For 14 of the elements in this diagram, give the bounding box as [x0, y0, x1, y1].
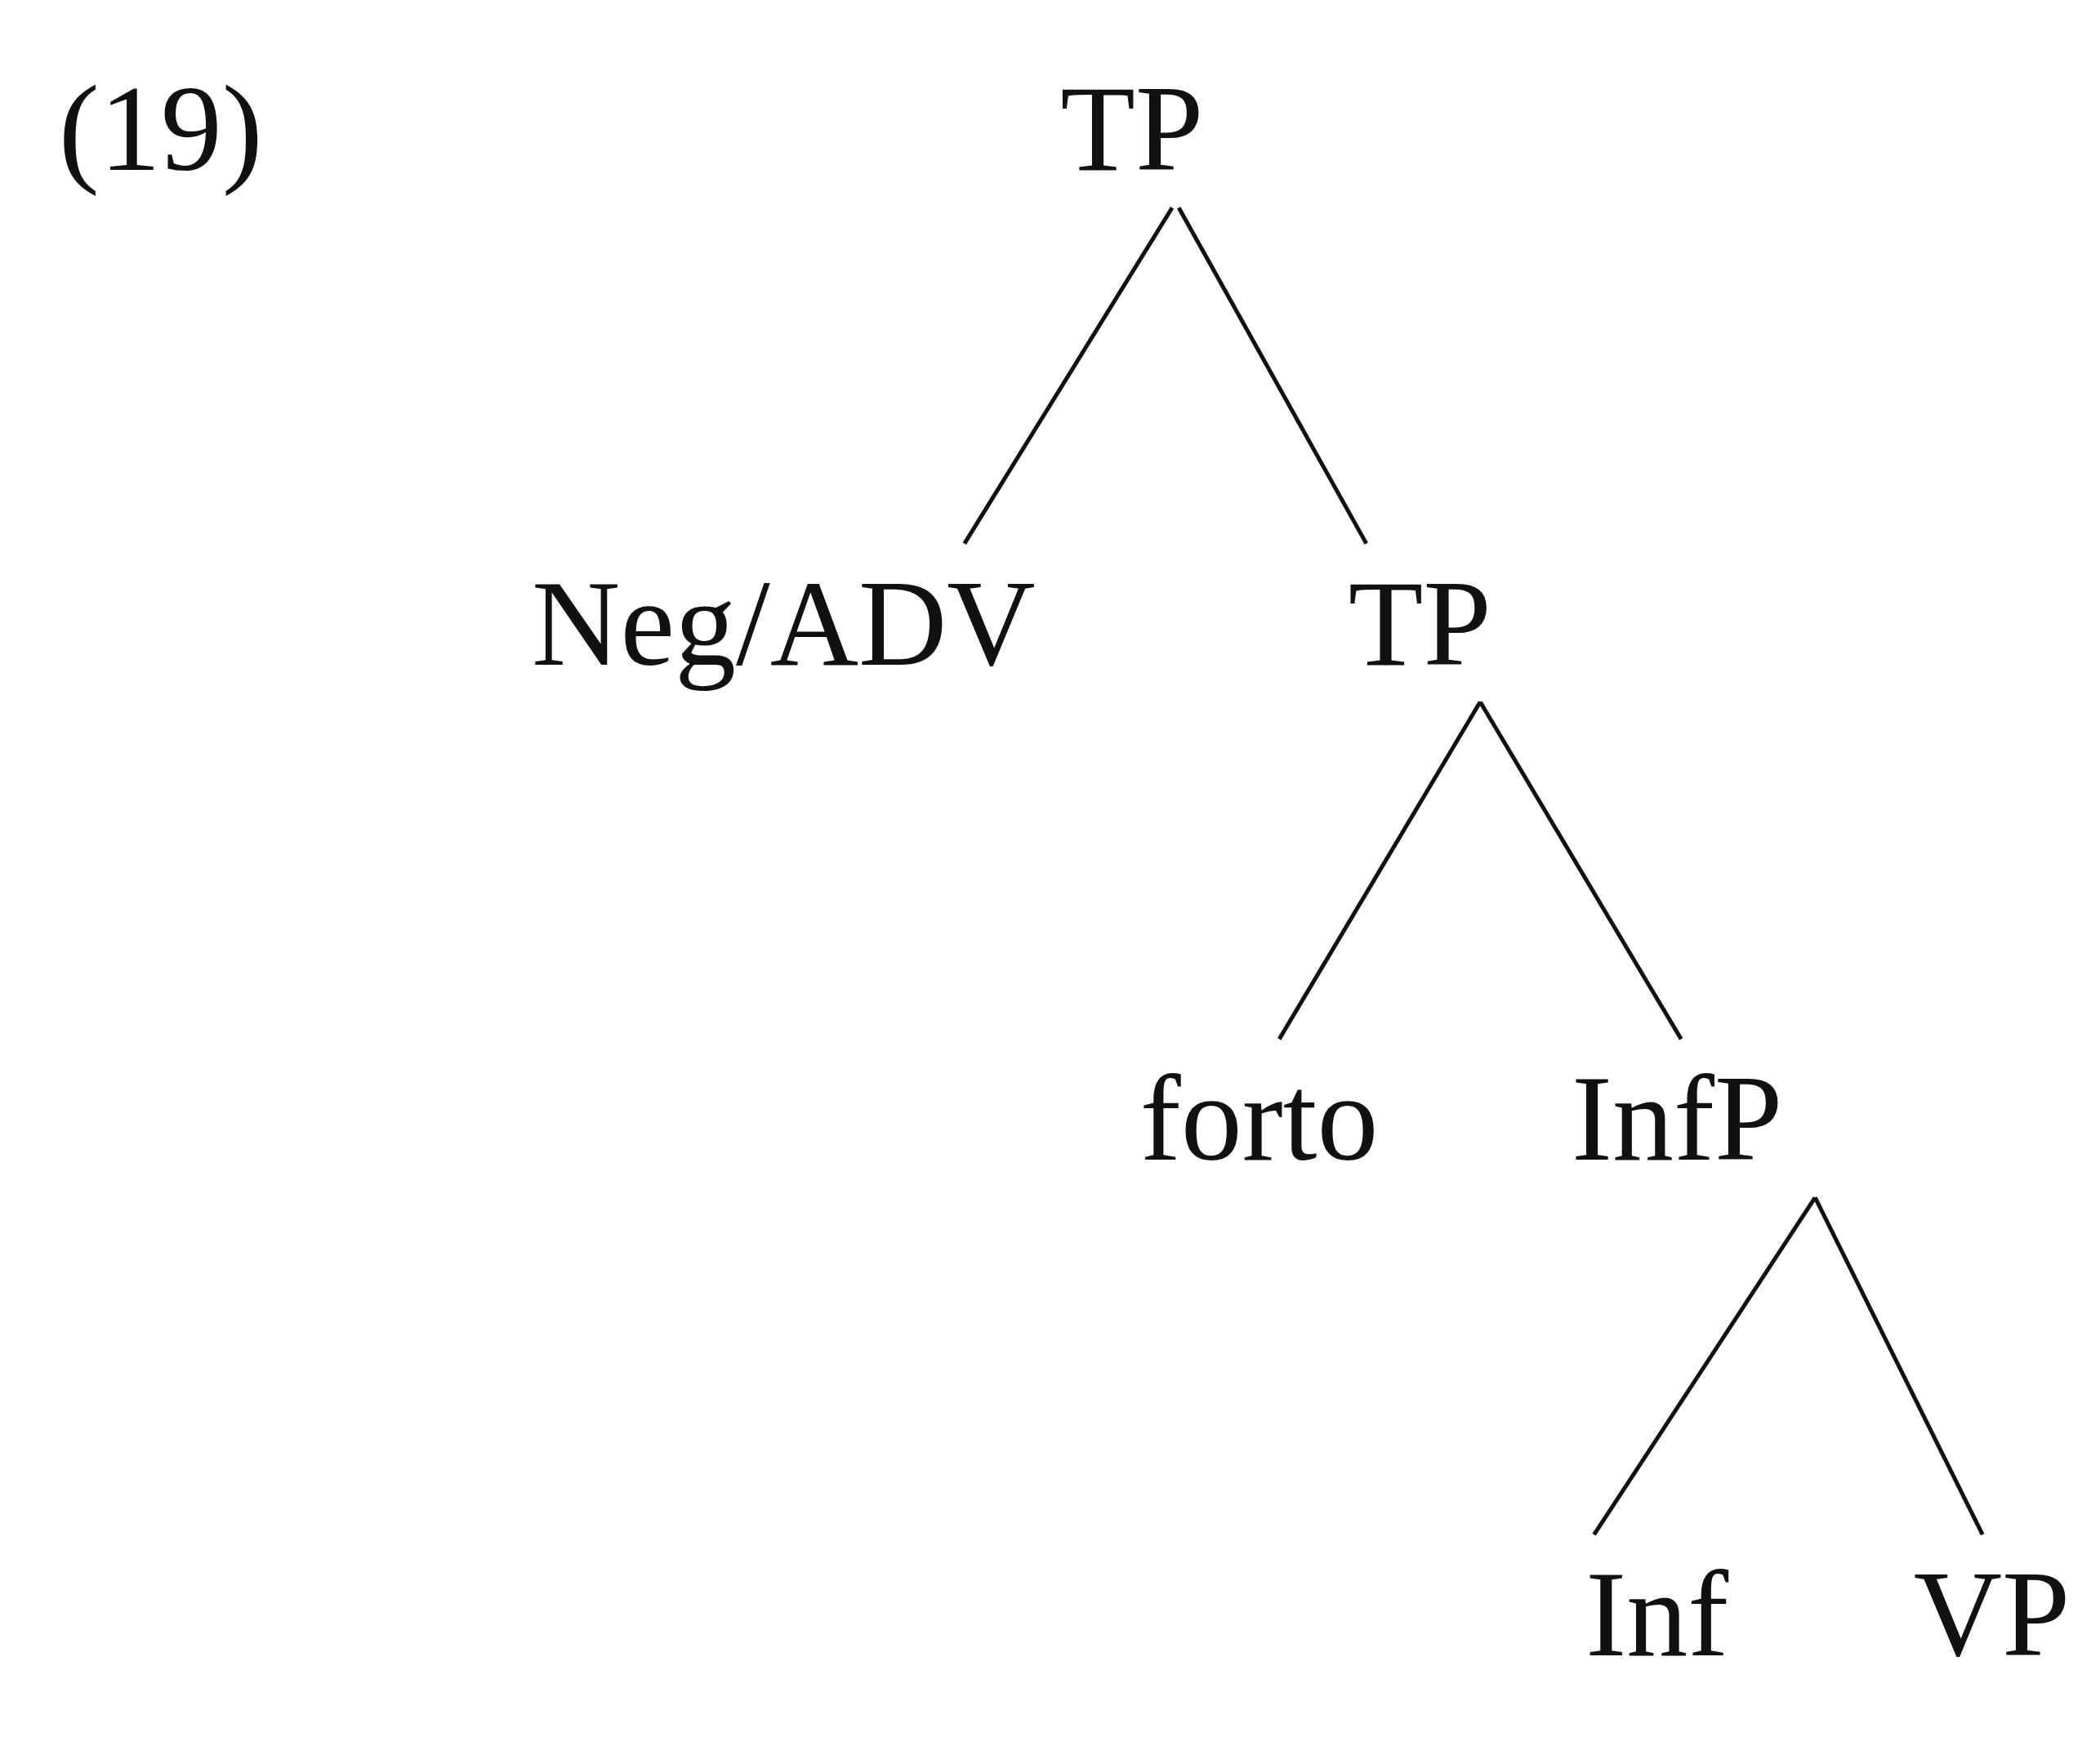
tree-node-label: TP [1343, 543, 1496, 702]
tree-node-label: Inf [1581, 1534, 1734, 1694]
tree-branch-line [1592, 1196, 1817, 1536]
tree-branch-line [1277, 701, 1482, 1040]
tree-branch-line [1177, 207, 1368, 545]
tree-branch-line [1812, 1196, 1985, 1536]
tree-branch-line [1478, 701, 1683, 1040]
tree-node-label: VP [1908, 1534, 2075, 1694]
tree-branch-line [962, 207, 1175, 545]
tree-node-label: InfP [1567, 1039, 1788, 1198]
tree-node-label: Neg/ADV [527, 543, 1041, 702]
tree-node-label: TP [1055, 49, 1209, 208]
example-number: (19) [57, 60, 264, 198]
tree-node-label: forto [1135, 1039, 1384, 1198]
